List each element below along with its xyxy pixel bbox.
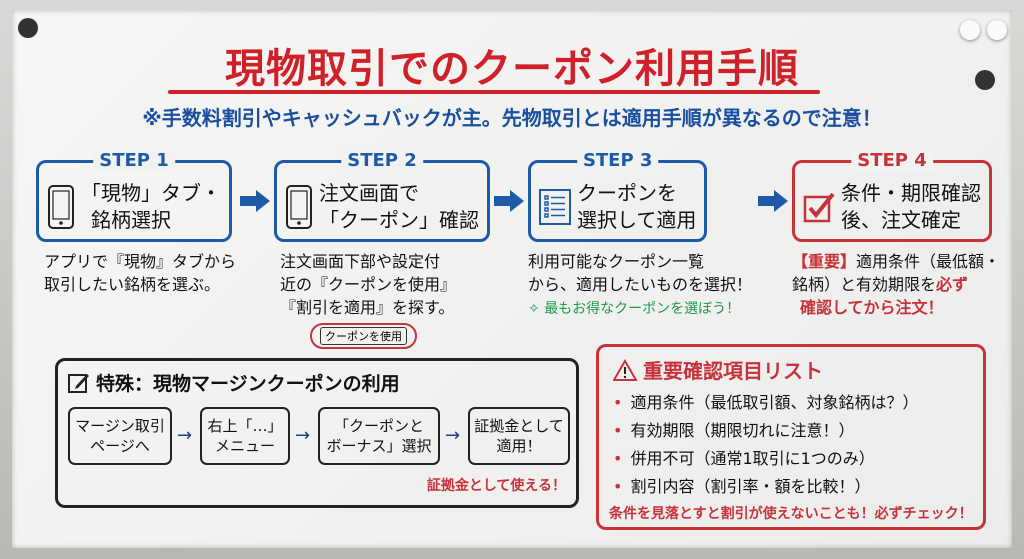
- step-1-column: STEP 1 「現物」タブ・銘柄選択 アプリで『現物』タブから取引したい銘柄を選…: [36, 151, 237, 296]
- step-1-box: STEP 1 「現物」タブ・銘柄選択: [36, 151, 232, 242]
- step-title-line: クーポンを: [577, 181, 677, 205]
- flow-step: 証拠金として適用！: [468, 407, 570, 465]
- flow-step: 「クーポンとボーナス」選択: [318, 407, 440, 465]
- magnet: [975, 70, 995, 90]
- checklist-item: 割引内容（割引率・額を比較！）: [613, 473, 870, 497]
- step-title-line: 注文画面で: [319, 181, 419, 205]
- flow-step: 右上「…」メニュー: [200, 407, 290, 465]
- step-title-line: 「現物」タブ・: [81, 181, 221, 205]
- special-note: 証拠金として使える！: [426, 478, 566, 494]
- checkbox-icon: [803, 192, 835, 223]
- magnet: [18, 18, 38, 38]
- step-label: STEP 1: [93, 151, 175, 171]
- smartphone-icon: [48, 185, 74, 229]
- arrow-right-icon: [494, 190, 524, 212]
- subtitle: ※手数料割引やキャッシュバックが主。先物取引とは適用手順が異なるので注意！: [142, 106, 882, 130]
- step-1-description: アプリで『現物』タブから取引したい銘柄を選ぶ。: [44, 252, 237, 294]
- arrow-right-icon: [758, 190, 788, 212]
- special-title: 特殊：現物マージンクーポンの利用: [96, 373, 400, 395]
- step-title-line: 後、注文確定: [841, 208, 961, 232]
- title-underline: [168, 90, 820, 94]
- checklist-title: 重要確認項目リスト: [643, 359, 823, 383]
- step-3-column: STEP 3 クーポンを選択して適用 利用可能なクーポン一覧から、適用したいもの…: [528, 151, 754, 321]
- step-label: STEP 4: [851, 151, 933, 171]
- smartphone-icon: [286, 185, 312, 229]
- step-title-line: 銘柄選択: [91, 208, 171, 232]
- arrow-right-icon: →: [295, 425, 311, 446]
- edit-icon: [68, 373, 89, 393]
- step-4-box: STEP 4 条件・期限確認後、注文確定: [792, 151, 992, 242]
- step-2-description: 注文画面下部や設定付近の『クーポンを使用』『割引を適用』を探す。: [280, 252, 457, 317]
- checklist-item: 有効期限（期限切れに注意！）: [613, 417, 854, 441]
- step-2-column: STEP 2 注文画面で「クーポン」確認 注文画面下部や設定付近の『クーポンを使…: [274, 151, 490, 349]
- step-3-box: STEP 3 クーポンを選択して適用: [528, 151, 708, 242]
- magnet: [987, 20, 1007, 40]
- important-checklist-panel: 重要確認項目リスト 適用条件（最低取引額、対象銘柄は？） 有効期限（期限切れに注…: [596, 344, 986, 530]
- warning-icon: [613, 358, 637, 381]
- step-4-description: 【重要】適用条件（最低額・ 銘柄）と有効期限を必ず 確認してから注文！: [792, 252, 1001, 317]
- flow-step: マージン取引ページへ: [68, 407, 172, 465]
- step-4-column: STEP 4 条件・期限確認後、注文確定 【重要】適用条件（最低額・ 銘柄）と有…: [792, 151, 1002, 319]
- steps-row: STEP 1 「現物」タブ・銘柄選択 アプリで『現物』タブから取引したい銘柄を選…: [36, 151, 1002, 349]
- arrow-right-icon: →: [445, 425, 461, 446]
- special-margin-coupon-panel: 特殊：現物マージンクーポンの利用 マージン取引ページへ → 右上「…」メニュー …: [55, 358, 579, 508]
- magnet: [960, 20, 980, 40]
- checklist-warning: 条件を見落とすと割引が使えないことも！必ずチェック！: [609, 506, 973, 522]
- step-label: STEP 3: [576, 151, 659, 171]
- list-icon: [539, 189, 571, 225]
- step-title-line: 条件・期限確認: [841, 181, 981, 205]
- step-3-tip: 最もお得なクーポンを選ぼう！: [544, 301, 741, 317]
- sparkle-icon: ✧: [528, 301, 540, 317]
- page-title: 現物取引でのクーポン利用手順: [225, 46, 799, 92]
- coupon-button-example: クーポンを使用: [310, 323, 417, 349]
- step-title-line: 選択して適用: [577, 208, 697, 232]
- step-3-description: 利用可能なクーポン一覧から、適用したいものを選択！ ✧ 最もお得なクーポンを選ぼ…: [528, 252, 753, 317]
- step-2-box: STEP 2 注文画面で「クーポン」確認: [274, 151, 490, 242]
- checklist-item: 適用条件（最低取引額、対象銘柄は？）: [613, 389, 918, 413]
- step-label: STEP 2: [341, 151, 423, 171]
- step-title-line: 「クーポン」確認: [319, 208, 479, 232]
- arrow-right-icon: →: [177, 425, 193, 446]
- arrow-right-icon: [240, 190, 270, 212]
- checklist-item: 併用不可（通常1取引に1つのみ）: [613, 445, 874, 469]
